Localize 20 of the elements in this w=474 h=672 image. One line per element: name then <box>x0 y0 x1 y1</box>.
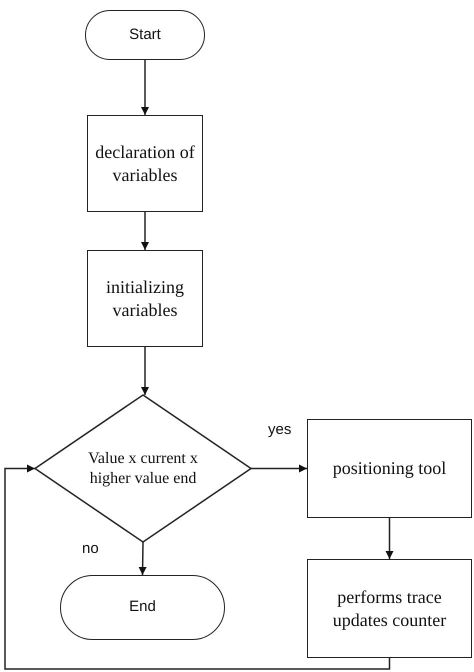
process-box <box>307 419 472 518</box>
node-label: End <box>129 598 156 617</box>
arrow <box>141 212 149 250</box>
arrow <box>251 464 307 472</box>
arrow <box>4 464 390 670</box>
node-label: Start <box>129 26 161 44</box>
terminal-shape <box>85 10 205 60</box>
decision-diamond <box>34 394 252 543</box>
process-box <box>87 250 203 347</box>
arrow <box>141 347 149 395</box>
node-label: performs trace updates counter <box>332 586 448 631</box>
node-label: declaration of variables <box>94 141 196 186</box>
arrow <box>141 60 149 115</box>
process-box <box>87 115 203 212</box>
node-label: positioning tool <box>332 457 446 480</box>
process-box <box>307 559 472 658</box>
arrow <box>386 518 394 559</box>
node-label: initializing variables <box>105 276 185 321</box>
node-label: Value x current x higher value end <box>87 448 199 488</box>
arrow <box>138 542 147 576</box>
